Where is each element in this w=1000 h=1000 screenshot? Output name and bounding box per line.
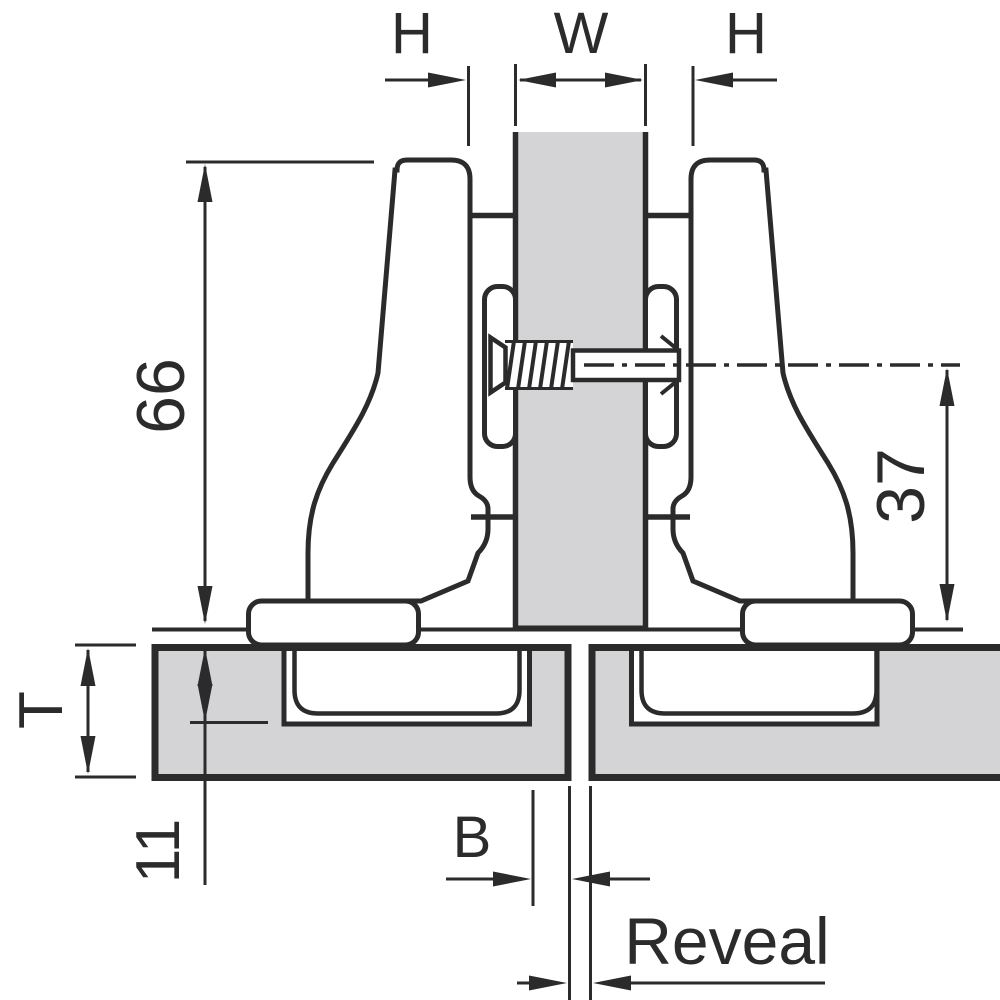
h-right-arrowhead [695, 72, 733, 88]
right-hinge-cup [639, 651, 879, 716]
h-left-arrowhead [428, 72, 466, 88]
right-boss-countersink [659, 334, 679, 396]
dimB-right-arrowhead [493, 871, 531, 887]
w-left-arrowhead [518, 72, 556, 88]
dim37-up-arrowhead [939, 368, 955, 406]
dim11-up-arrowhead [197, 648, 213, 686]
label-t: T [7, 691, 76, 729]
dimension-h-right: H [691, 1, 777, 146]
dimension-37: 37 [863, 368, 955, 622]
dimension-t: T [7, 643, 136, 779]
screw-threads [505, 340, 571, 390]
w-ticks [514, 64, 647, 126]
dimension-66: 66 [123, 160, 374, 624]
dimension-b: B [446, 790, 650, 906]
dimT-down-arrowhead [80, 736, 96, 774]
dimension-reveal: Reveal [517, 786, 830, 1000]
reveal-left-arrowhead [529, 975, 567, 991]
dimension-h-left: H [385, 1, 470, 146]
dim66-up-arrowhead [197, 164, 213, 202]
label-b: B [453, 805, 492, 870]
dim11-down-arrowhead [197, 684, 213, 722]
left-cup-bore [281, 651, 532, 727]
right-cup-bore [629, 651, 880, 727]
label-66: 66 [123, 358, 199, 434]
label-reveal: Reveal [624, 904, 829, 978]
reveal-right-arrowhead [593, 975, 631, 991]
label-w: W [554, 1, 609, 66]
left-hinge-cup [292, 651, 522, 716]
label-h-right: H [725, 1, 767, 66]
dim66-down-arrowhead [197, 586, 213, 624]
dim37-down-arrowhead [939, 584, 955, 622]
dimension-w: W [514, 1, 647, 126]
dimT-extension-lines [75, 643, 136, 779]
dimT-up-arrowhead [80, 648, 96, 686]
label-11: 11 [124, 819, 193, 883]
left-hinge-flange [246, 598, 421, 648]
connecting-screw [488, 333, 960, 397]
dimension-11: 11 [124, 648, 268, 885]
right-hinge-arm [670, 157, 856, 604]
screw-head [488, 333, 508, 397]
w-right-arrowhead [605, 72, 643, 88]
reveal-extension-lines [568, 786, 592, 1000]
left-hinge-arm [305, 157, 491, 604]
label-37: 37 [863, 448, 939, 524]
label-h-left: H [391, 1, 433, 66]
right-hinge-flange [740, 598, 915, 648]
